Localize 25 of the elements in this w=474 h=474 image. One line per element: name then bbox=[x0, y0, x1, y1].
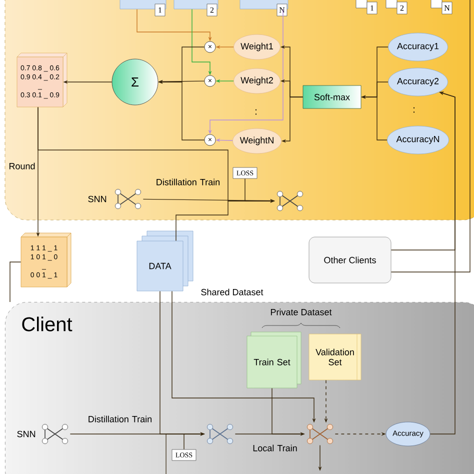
tag-box: 2 bbox=[386, 0, 408, 14]
network-icon bbox=[277, 191, 303, 211]
node-caption: SNN bbox=[17, 430, 36, 438]
edge-label: Round bbox=[9, 162, 35, 170]
clients-box: Other Clients bbox=[308, 236, 392, 284]
arrow bbox=[390, 92, 456, 250]
edge-label: Local Train bbox=[253, 444, 297, 452]
vector-box: 2 bbox=[174, 0, 218, 16]
softmax-box: Soft-max bbox=[302, 85, 362, 109]
vector-box: N bbox=[240, 0, 288, 16]
network-icon bbox=[207, 424, 233, 444]
tag-box: 1 bbox=[356, 0, 378, 14]
network-icon bbox=[115, 189, 141, 209]
dataset-stack: Train Set bbox=[246, 332, 302, 388]
dataset-stack: DATA bbox=[136, 230, 194, 292]
network-icon bbox=[307, 424, 333, 444]
edge-label: Distillation Train bbox=[156, 178, 220, 186]
vector-box: 1 bbox=[120, 0, 166, 16]
group-label: Private Dataset bbox=[270, 308, 332, 316]
node-caption: Shared Dataset bbox=[201, 288, 264, 296]
node-caption: SNN bbox=[88, 196, 106, 202]
network-icon bbox=[42, 424, 68, 444]
tag-box: N bbox=[430, 0, 452, 14]
edge-label: Distillation Train bbox=[88, 416, 152, 422]
dataset-box: Validation Set bbox=[308, 334, 362, 380]
